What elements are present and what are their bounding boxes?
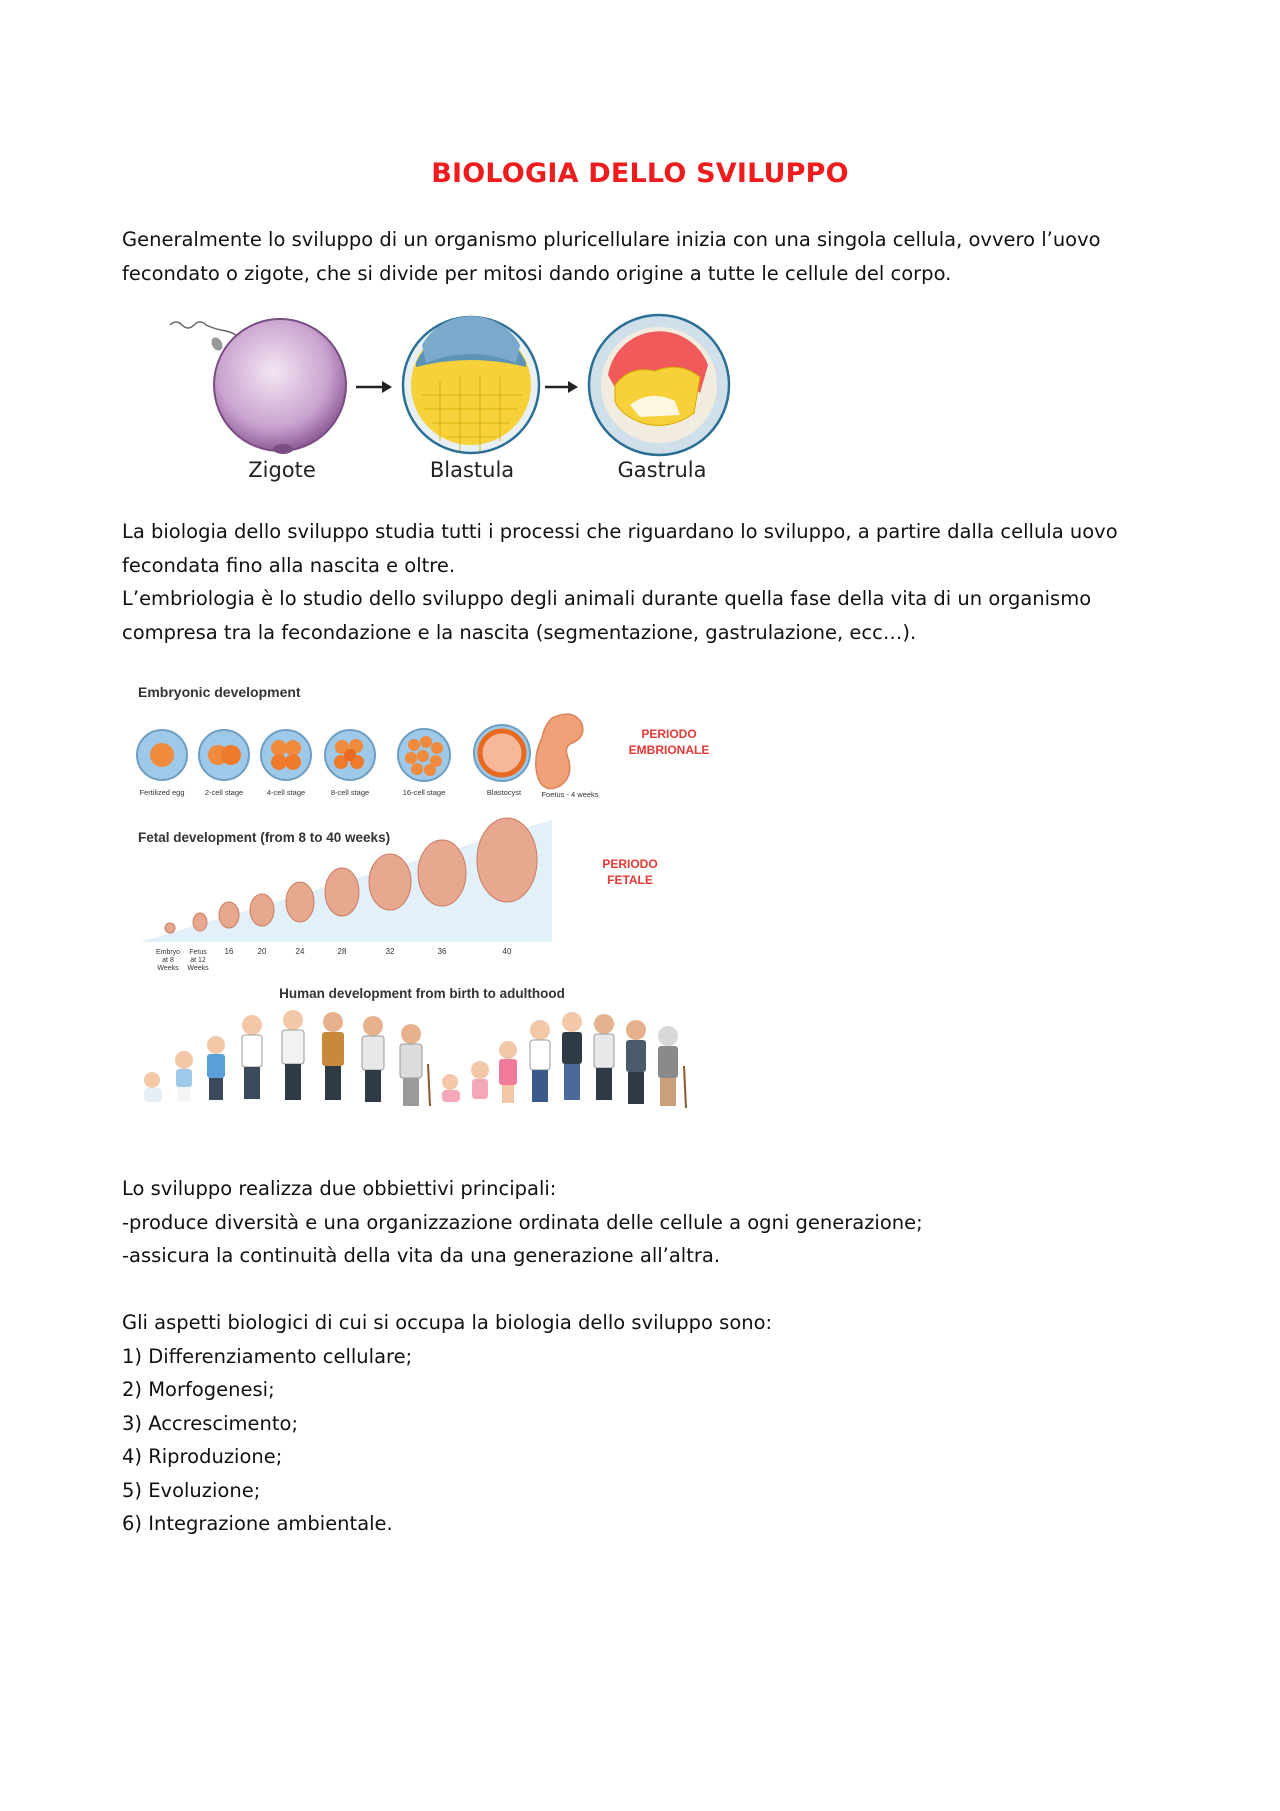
embryonic-stages [136, 713, 584, 790]
zygote-blastula-gastrula-figure: Zigote Blastula Gastrula [169, 313, 731, 482]
intro-line: Generalmente lo sviluppo di un organismo… [122, 228, 1101, 251]
fetal-week-labels: 16 20 24 28 32 36 40 [225, 947, 512, 956]
label-blastula: Blastula [430, 458, 514, 482]
young-man-figure [281, 1010, 305, 1100]
label-gastrula: Gastrula [618, 458, 707, 482]
zygote-cell [213, 318, 347, 452]
embryo-label-1: Embryo [156, 949, 180, 956]
aspect-item: 2) Morfogenesi; [122, 1378, 275, 1401]
goals-line: -assicura la continuità della vita da un… [122, 1244, 721, 1267]
periodo-fetale-line2: FETALE [607, 873, 653, 887]
goals-paragraph: Lo sviluppo realizza due obbiettivi prin… [122, 1172, 1162, 1273]
arrow-2-head [568, 381, 578, 393]
label-foetus: Foetus - 4 weeks [541, 790, 598, 799]
stage-foetus-4-weeks [535, 713, 584, 790]
intro-paragraph: Generalmente lo sviluppo di un organismo… [122, 223, 1162, 290]
periodo-embrionale-line2: EMBRIONALE [629, 743, 710, 757]
human-development-title: Human development from birth to adulthoo… [279, 986, 565, 1001]
female-development-figures [442, 1012, 687, 1109]
fetus-label-1: Fetus [189, 949, 207, 956]
girl-figure [499, 1041, 517, 1103]
label-2-cell: 2-cell stage [205, 788, 243, 797]
archenteron [630, 395, 680, 417]
intro-line: fecondato o zigote, che si divide per mi… [122, 261, 952, 285]
aspect-item: 6) Integrazione ambientale. [122, 1512, 393, 1535]
goals-line: -produce diversità e una organizzazione … [122, 1210, 923, 1234]
blastula-cells-pattern [422, 375, 522, 451]
label-blastocyst: Blastocyst [487, 788, 522, 797]
page-title: BIOLOGIA DELLO SVILUPPO [431, 158, 849, 189]
sperm-tail [169, 321, 243, 342]
definition-line: L’embriologia è lo studio dello sviluppo… [122, 587, 1092, 610]
toddler-girl-figure [471, 1061, 489, 1099]
adult-man-figure [322, 1012, 344, 1100]
label-4-cell: 4-cell stage [267, 788, 305, 797]
adult-woman-figure [593, 1014, 615, 1100]
elderly-woman-figure [658, 1026, 687, 1109]
child-figure [207, 1036, 225, 1100]
periodo-fetale-line1: PERIODO [602, 857, 657, 871]
definition-paragraph: La biologia dello sviluppo studia tutti … [122, 515, 1162, 649]
week-32: 32 [386, 947, 395, 956]
polar-body [273, 444, 293, 454]
aspects-intro: Gli aspetti biologici di cui si occupa l… [122, 1311, 773, 1334]
periodo-embrionale-line1: PERIODO [641, 727, 696, 741]
young-woman-figure [562, 1012, 582, 1100]
older-woman-figure [626, 1020, 646, 1104]
aspect-item: 4) Riproduzione; [122, 1445, 283, 1468]
aspects-list: Gli aspetti biologici di cui si occupa l… [122, 1306, 1162, 1541]
stage-4-cell [260, 729, 312, 781]
older-man-figure [361, 1016, 385, 1102]
label-fertilized-egg: Fertilized egg [139, 788, 184, 797]
embryonic-stage-labels: Fertilized egg 2-cell stage 4-cell stage… [139, 788, 598, 799]
teen-girl-figure [529, 1020, 551, 1102]
elderly-man-figure [399, 1024, 431, 1107]
embryo-fetus-labels: Embryo at 8 Weeks Fetus at 12 Weeks [156, 949, 209, 972]
aspect-item: 1) Differenziamento cellulare; [122, 1344, 413, 1368]
embryo-label-2: at 8 [162, 957, 174, 964]
week-28: 28 [338, 947, 347, 956]
arrow-1-head [382, 381, 392, 393]
definition-line: La biologia dello sviluppo studia tutti … [122, 520, 1118, 543]
baby-girl-figure [442, 1074, 460, 1102]
label-8-cell: 8-cell stage [331, 788, 369, 797]
embryo-label-3: Weeks [157, 965, 179, 972]
teen-figure [241, 1015, 263, 1099]
week-16: 16 [225, 947, 234, 956]
label-16-cell: 16-cell stage [403, 788, 446, 797]
aspect-item: 5) Evoluzione; [122, 1478, 261, 1502]
fetus-label-3: Weeks [187, 965, 209, 972]
male-development-figures [144, 1010, 431, 1107]
goals-line: Lo sviluppo realizza due obbiettivi prin… [122, 1177, 557, 1200]
week-20: 20 [258, 947, 267, 956]
definition-line: compresa tra la fecondazione e la nascit… [122, 620, 917, 644]
week-24: 24 [296, 947, 305, 956]
fetus-label-2: at 12 [190, 957, 206, 964]
fetal-figures [164, 817, 538, 934]
sperm-head [211, 337, 223, 351]
week-40: 40 [503, 947, 512, 956]
baby-figure [144, 1072, 162, 1102]
fetal-title: Fetal development (from 8 to 40 weeks) [138, 830, 390, 845]
toddler-figure [175, 1051, 193, 1101]
week-36: 36 [438, 947, 447, 956]
embryonic-title: Embryonic development [138, 684, 301, 700]
definition-line: fecondata fino alla nascita e oltre. [122, 553, 456, 577]
label-zigote: Zigote [248, 458, 316, 482]
aspect-item: 3) Accrescimento; [122, 1411, 299, 1435]
human-development-figure: Embryonic development [136, 684, 710, 1109]
